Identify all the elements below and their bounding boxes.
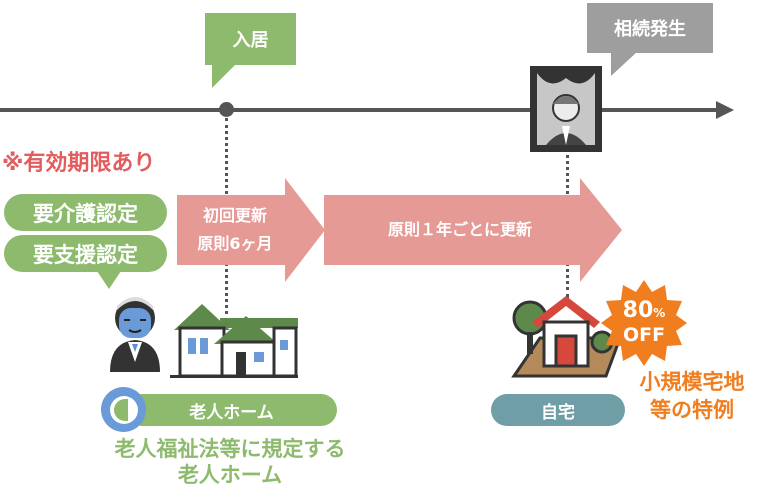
own-home-label: 自宅 bbox=[491, 394, 625, 426]
timeline-line bbox=[0, 108, 718, 112]
discount-badge-icon bbox=[601, 280, 687, 366]
first-renewal-text: 初回更新 原則6ヶ月 bbox=[181, 202, 289, 258]
certification-callout-tail bbox=[97, 271, 121, 289]
nursing-home-building-icon bbox=[170, 304, 298, 378]
inheritance-callout-tail bbox=[611, 52, 637, 76]
special-rule-line2: 等の特例 bbox=[650, 398, 734, 422]
nursing-home-label: 老人ホーム bbox=[126, 394, 337, 426]
validity-note: ※有効期限あり bbox=[2, 151, 156, 176]
timeline-arrowhead bbox=[716, 101, 734, 119]
nursing-home-marker-inner bbox=[109, 395, 138, 424]
annual-renewal-arrow bbox=[324, 178, 622, 282]
inheritance-label: 相続発生 bbox=[614, 19, 686, 40]
first-renewal-line2: 原則6ヶ月 bbox=[197, 234, 273, 253]
memorial-portrait-icon bbox=[530, 66, 602, 152]
nursing-home-desc-line1: 老人福祉法等に規定する bbox=[114, 437, 346, 461]
support-certification-pill: 要支援認定 bbox=[4, 235, 167, 272]
nursing-home-marker bbox=[101, 387, 146, 432]
move-in-dot bbox=[219, 102, 234, 117]
badge-percent: 80 bbox=[622, 298, 654, 323]
special-rule-text: 小規模宅地 等の特例 bbox=[622, 368, 762, 424]
first-renewal-arrow bbox=[177, 178, 325, 282]
move-in-callout-tail bbox=[212, 64, 236, 88]
own-house-icon bbox=[511, 296, 620, 378]
discount-badge-text: 80% OFF bbox=[609, 298, 679, 347]
badge-off: OFF bbox=[622, 324, 666, 346]
nursing-home-description: 老人福祉法等に規定する 老人ホーム bbox=[60, 436, 400, 488]
elderly-person-icon bbox=[110, 297, 160, 372]
nursing-home-desc-line2: 老人ホーム bbox=[177, 463, 283, 487]
annual-renewal-text: 原則１年ごとに更新 bbox=[387, 220, 532, 239]
nursing-home-marker-crescent bbox=[113, 398, 128, 421]
move-in-label: 入居 bbox=[232, 30, 269, 51]
move-in-callout: 入居 bbox=[205, 13, 296, 65]
first-renewal-line1: 初回更新 bbox=[202, 206, 267, 225]
badge-percent-sign: % bbox=[653, 306, 666, 320]
inheritance-callout: 相続発生 bbox=[587, 3, 713, 53]
special-rule-line1: 小規模宅地 bbox=[639, 370, 745, 394]
care-certification-pill: 要介護認定 bbox=[4, 194, 167, 231]
